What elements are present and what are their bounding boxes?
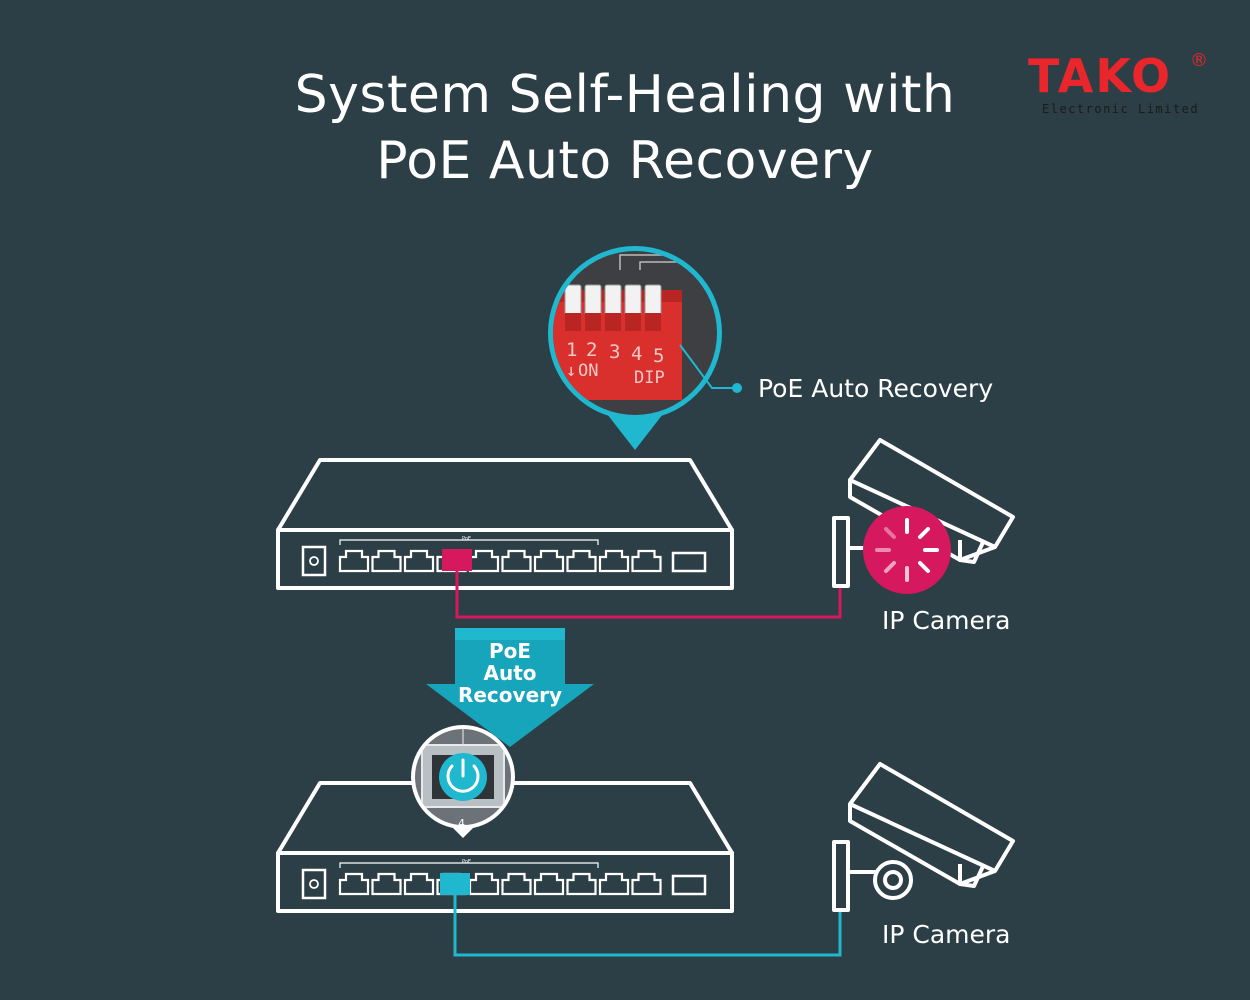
ethernet-port-icon [533,549,565,573]
dip-number-1: 1 [566,339,577,361]
camera-bottom-body [848,762,1015,873]
logo-subtitle: Electronic Limited [1042,102,1200,116]
ethernet-port-icon [566,872,597,896]
ip-camera-bottom [832,762,1015,912]
ethernet-port-icon [403,872,435,896]
switch-bottom-front [276,851,734,913]
ethernet-port-icon [631,549,662,573]
dip-switch-callout: 1 2 3 4 5 ↓ ON DIP [548,246,742,450]
switch-top-poe-text: PoE [462,536,471,542]
page-title: System Self-Healing with PoE Auto Recove… [0,62,1250,194]
faulty-port-highlight [442,549,472,571]
sfp-port-icon [671,551,707,573]
cable-faulty [455,571,842,619]
camera-top-body [848,438,1015,549]
switch-bottom [276,781,734,913]
dip-number-4: 4 [631,343,642,365]
camera-top-mount [832,516,850,588]
camera-lens-icon [873,860,913,900]
title-line-1: System Self-Healing with [294,65,956,125]
camera-top-label: IP Camera [882,606,1011,635]
recovered-port-highlight [440,873,470,895]
brand-logo: TAKO ® Electronic Limited [1028,49,1218,116]
ethernet-port-icon [371,549,402,573]
ethernet-port-icon [338,872,370,896]
switch-top-panel: PoE [301,536,707,577]
ethernet-port-icon [468,549,500,573]
switch-bottom-panel: PoE [301,859,707,900]
ethernet-port-icon [631,872,662,896]
dip-on-label: ON [578,361,598,381]
dip-dip-label: DIP [634,368,665,388]
title-line-2: PoE Auto Recovery [376,131,874,191]
callout-label: PoE Auto Recovery [758,374,994,403]
dip-number-5: 5 [653,345,664,367]
recovery-arrow-label: PoE Auto Recovery [450,640,570,706]
sfp-port-icon [671,874,707,896]
ethernet-port-icon [566,549,597,573]
arrow-label-line-2: Auto [483,661,537,685]
callout-leader-dot [732,383,742,393]
cable-recovered [453,895,842,957]
switch-bottom-ports [338,872,662,896]
arrow-label-line-1: PoE [488,639,532,663]
logo-wordmark: TAKO [1028,49,1173,103]
ethernet-port-icon [338,549,370,573]
ethernet-port-icon [598,549,630,573]
ethernet-port-icon [468,872,500,896]
switch-top [276,458,734,590]
ethernet-port-icon [371,872,402,896]
switch-top-ports [338,549,662,573]
camera-fault-icon [863,506,951,594]
power-jack-icon [301,545,327,577]
port-zoom-callout: 4 [411,725,515,838]
logo-registered-mark: ® [1190,50,1208,71]
ethernet-port-icon [598,872,630,896]
arrow-label-line-3: Recovery [457,683,563,707]
callout-leader-line [679,344,732,389]
power-jack-icon [301,868,327,900]
camera-bottom-mount [832,840,850,912]
recovery-arrow [426,628,594,747]
dip-number-3: 3 [609,341,620,363]
ethernet-port-icon [501,872,532,896]
dip-number-2: 2 [586,339,597,361]
switch-top-front [276,528,734,590]
port-number-label: 4 [458,817,465,830]
switch-top-lid [276,458,734,532]
ethernet-port-icon [533,872,565,896]
camera-bottom-label: IP Camera [882,920,1011,949]
dip-arrow-icon: ↓ [566,361,576,381]
ethernet-port-icon [403,549,435,573]
ethernet-port-icon [501,549,532,573]
switch-bottom-poe-text: PoE [462,859,471,865]
dip-switch-keys [564,284,662,316]
